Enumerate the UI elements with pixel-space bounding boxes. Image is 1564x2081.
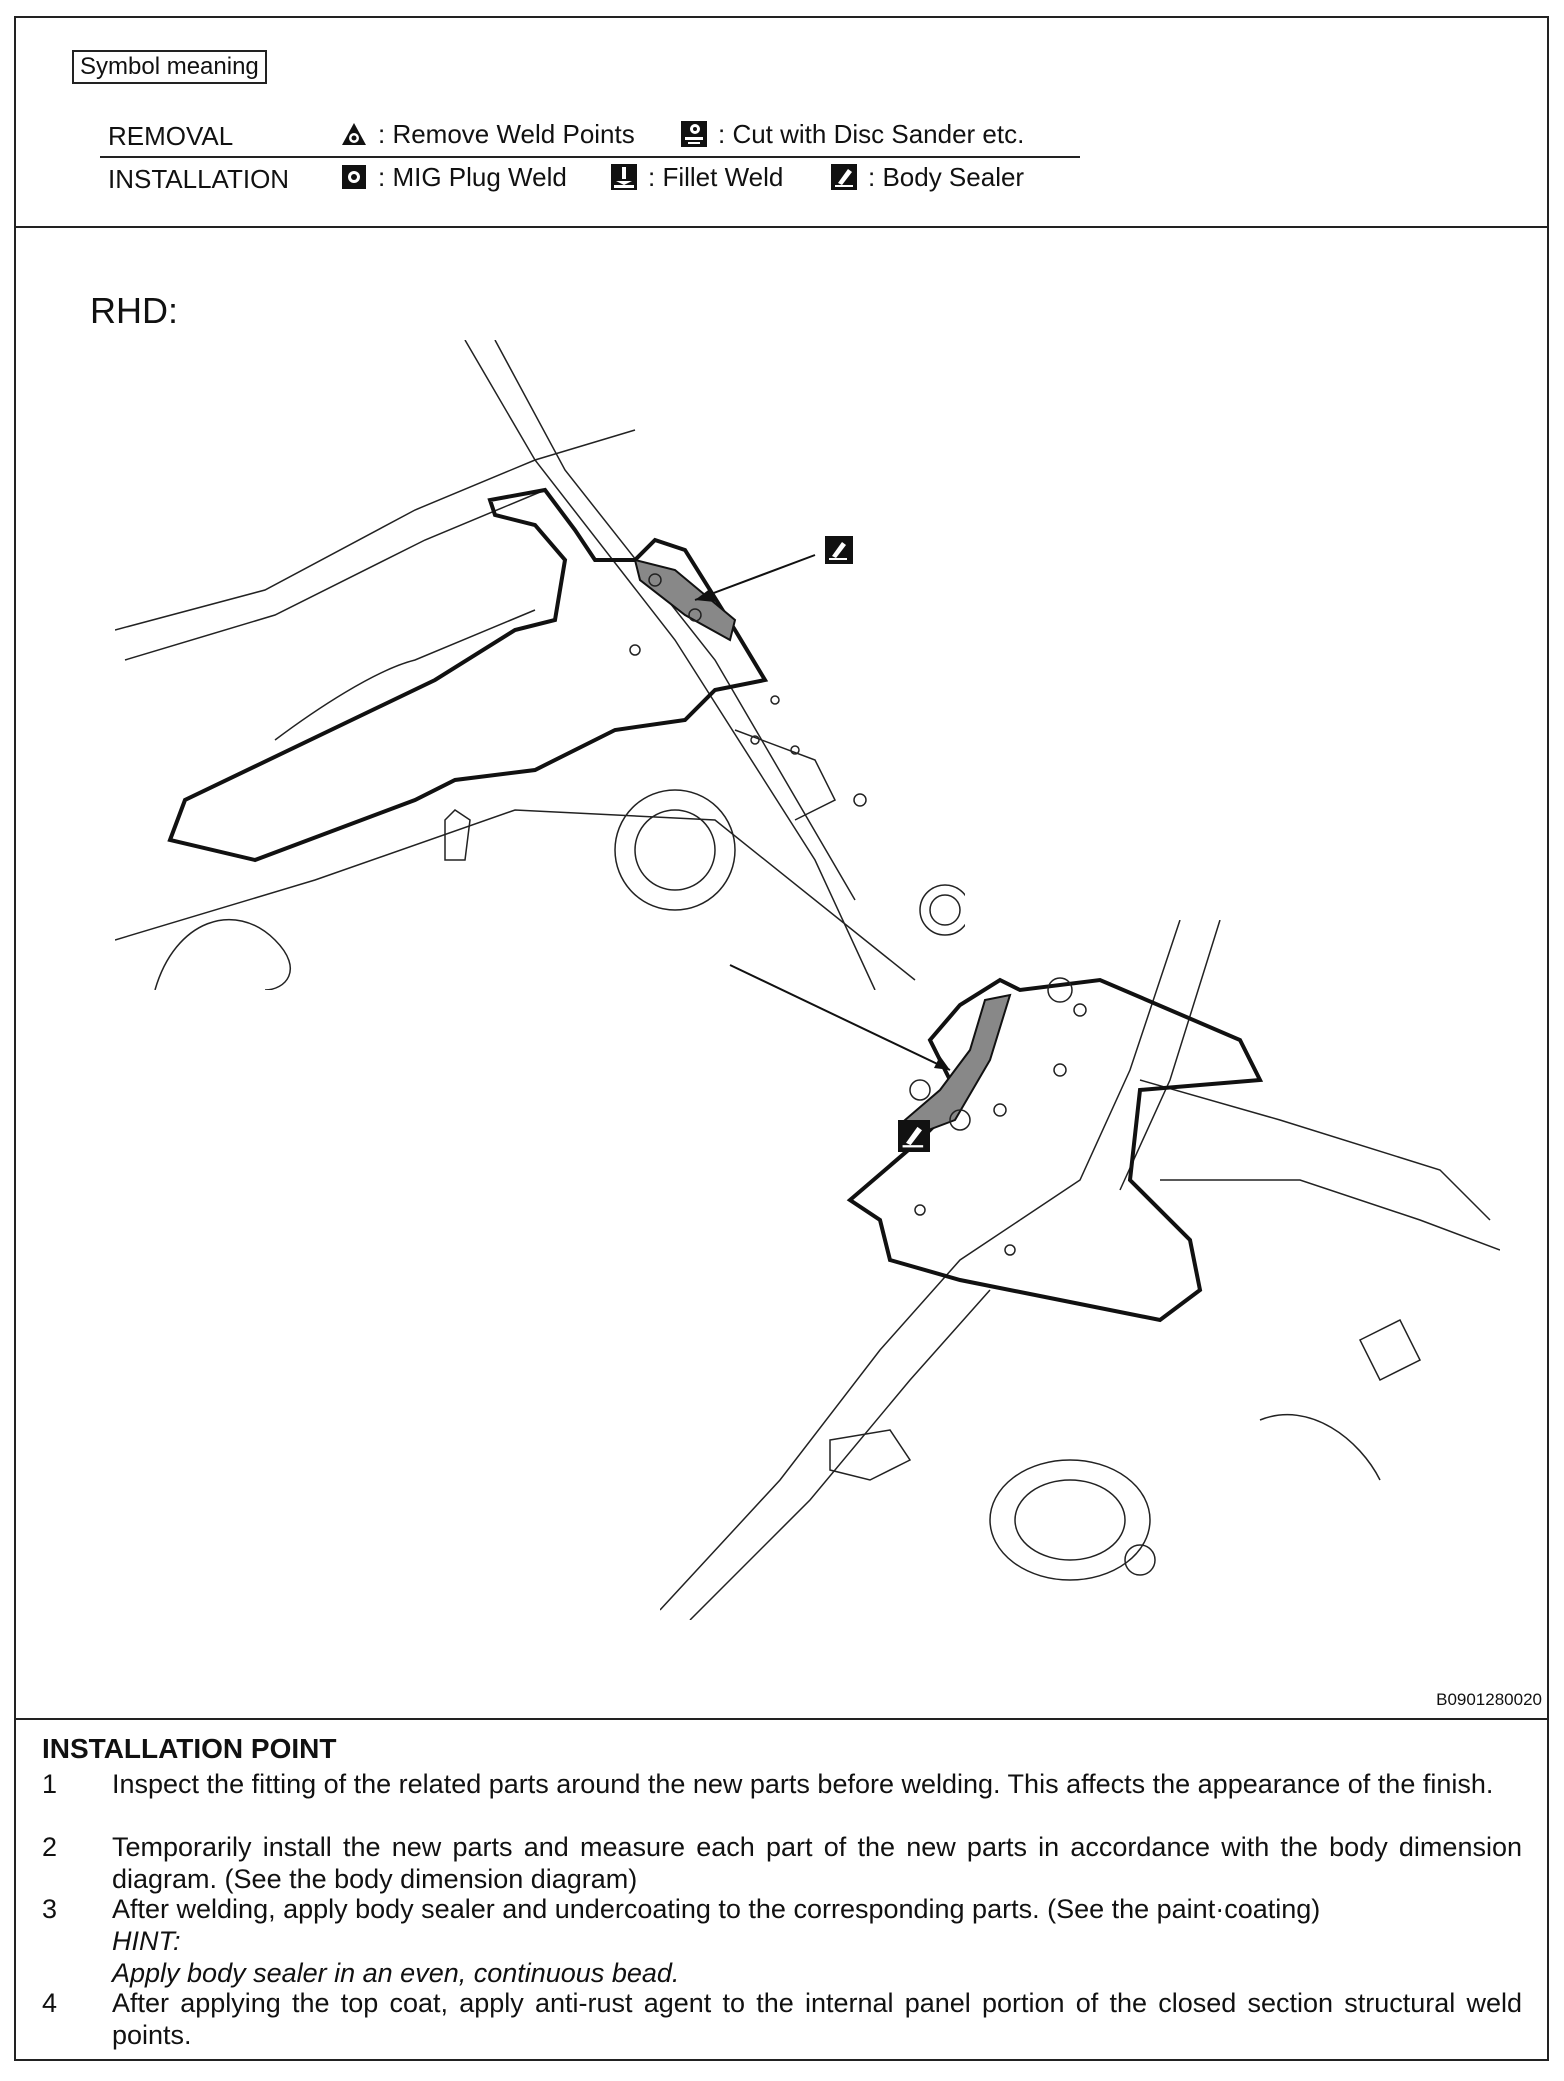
fillet-weld-icon (611, 164, 637, 190)
body-sealer-icon (831, 164, 857, 190)
legend-divider (14, 226, 1549, 228)
figure-label: RHD: (90, 290, 178, 331)
installation-label: INSTALLATION (108, 164, 290, 194)
step-3-text: After welding, apply body sealer and und… (112, 1894, 1321, 1924)
remove-weld-points-icon (342, 123, 366, 145)
installation-point-title: INSTALLATION POINT (42, 1733, 337, 1764)
rhd-diagram-lower (660, 920, 1500, 1620)
disc-sander-icon (681, 121, 707, 147)
figure-code: B0901280020 (1436, 1690, 1542, 1709)
symbol-meaning-title: Symbol meaning (72, 50, 267, 84)
step-3: 3 After welding, apply body sealer and u… (42, 1893, 1522, 1989)
page-frame (14, 16, 1549, 2061)
symbol-mig-plug-weld: : MIG Plug Weld (340, 159, 567, 195)
step-4: 4 After applying the top coat, apply ant… (42, 1988, 1522, 2050)
hint-label: HINT: (112, 1926, 181, 1956)
figure-divider (14, 1718, 1549, 1720)
step-2: 2 Temporarily install the new parts and … (42, 1832, 1522, 1894)
hint-text: Apply body sealer in an even, continuous… (112, 1958, 680, 1988)
symbol-fillet-weld: : Fillet Weld (610, 159, 783, 195)
symbol-remove-weld-points: : Remove Weld Points (340, 116, 635, 152)
legend-separator (100, 156, 1080, 158)
rhd-diagram-upper (115, 340, 965, 990)
mig-plug-weld-icon (342, 165, 366, 189)
body-sealer-callout-lower (898, 1120, 930, 1152)
symbol-body-sealer: : Body Sealer (830, 159, 1024, 195)
symbol-disc-sander: : Cut with Disc Sander etc. (680, 116, 1024, 152)
removal-label: REMOVAL (108, 121, 234, 151)
body-sealer-callout-upper (825, 536, 853, 564)
step-1: 1 Inspect the fitting of the related par… (42, 1769, 1494, 1799)
